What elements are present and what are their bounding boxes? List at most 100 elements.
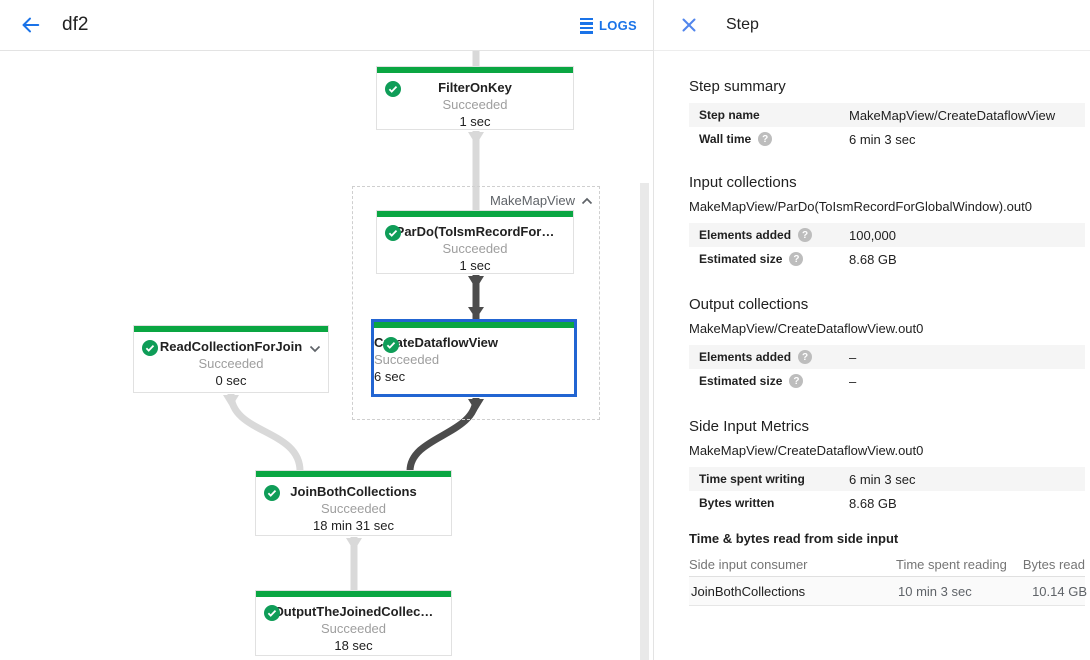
section-side-input-table: Time & bytes read from side input Side i… (689, 531, 1087, 606)
node-duration: 1 sec (459, 258, 491, 273)
node-status-bar (134, 326, 328, 332)
graph-node-readcollectionforjoin[interactable]: ReadCollectionForJoin Succeeded 0 sec (133, 325, 329, 393)
success-check-icon (385, 81, 401, 102)
success-check-icon (264, 485, 280, 506)
node-status: Succeeded (374, 352, 440, 367)
node-status: Succeeded (442, 97, 508, 112)
table-heading: Time & bytes read from side input (689, 531, 899, 546)
edge-createdataflowview-join (406, 397, 480, 472)
logs-button-label: LOGS (598, 18, 637, 33)
node-title: ParDo(ToIsmRecordFor… (395, 224, 555, 239)
table-header-row: Side input consumer Time spent reading B… (689, 553, 1085, 577)
collection-name: MakeMapView/CreateDataflowView.out0 (689, 443, 924, 458)
row-value: 8.68 GB (849, 495, 897, 511)
section-heading: Input collections (689, 174, 797, 191)
row-label: Elements added (699, 350, 792, 364)
success-check-icon (264, 605, 280, 626)
back-arrow-icon[interactable] (16, 11, 44, 39)
column-header: Bytes read (1022, 557, 1085, 572)
node-duration: 18 sec (334, 638, 373, 653)
node-duration: 0 sec (215, 373, 247, 388)
help-icon[interactable]: ? (798, 350, 813, 364)
graph-edges (223, 51, 484, 591)
node-title: OutputTheJoinedCollec… (273, 604, 434, 619)
help-icon[interactable]: ? (789, 374, 804, 388)
graph-node-createdataflowview-selected[interactable]: CreateDataflowView Succeeded 6 sec (371, 319, 577, 397)
section-heading: Side Input Metrics (689, 418, 810, 435)
row-bytes-written: Bytes written 8.68 GB (689, 491, 1085, 515)
logs-button[interactable]: LOGS (579, 0, 637, 51)
chevron-up-icon[interactable] (581, 197, 593, 205)
graph-node-outputthejoinedcollection[interactable]: OutputTheJoinedCollec… Succeeded 18 sec (255, 590, 452, 656)
time-spent-reading: 10 min 3 sec (898, 583, 972, 599)
row-value: 6 min 3 sec (849, 471, 916, 487)
node-duration: 6 sec (374, 369, 406, 384)
group-label: MakeMapView (489, 193, 575, 208)
panel-header: Step (654, 0, 1090, 51)
column-header: Time spent reading (896, 557, 1007, 572)
row-value: 6 min 3 sec (849, 131, 916, 147)
edge-arrowhead (468, 276, 484, 289)
row-elements-added: Elements added ? – (689, 345, 1085, 369)
section-heading: Output collections (689, 296, 809, 313)
row-label: Wall time (699, 132, 752, 146)
node-title: FilterOnKey (438, 80, 512, 95)
graph-scrollbar[interactable] (640, 183, 649, 660)
success-check-icon (385, 225, 401, 246)
graph-node-filteronkey[interactable]: FilterOnKey Succeeded 1 sec (376, 66, 574, 130)
close-icon[interactable] (676, 12, 702, 38)
row-estimated-size: Estimated size ? 8.68 GB (689, 247, 1085, 271)
node-status-bar (374, 322, 574, 328)
node-status-bar (256, 471, 451, 477)
node-status: Succeeded (320, 501, 387, 516)
collection-name: MakeMapView/CreateDataflowView.out0 (689, 321, 924, 336)
edge-arrowhead (346, 538, 362, 551)
pipeline-graph: MakeMapView FilterOnKey Succeeded 1 sec … (0, 51, 653, 660)
success-check-icon (142, 340, 158, 361)
graph-node-pardo-toismrecord[interactable]: ParDo(ToIsmRecordFor… Succeeded 1 sec (376, 210, 574, 274)
node-title: ReadCollectionForJoin (159, 339, 303, 354)
row-value: – (849, 373, 857, 389)
row-label: Time spent writing (699, 472, 805, 486)
row-time-spent-writing: Time spent writing 6 min 3 sec (689, 467, 1085, 491)
table-row: JoinBothCollections 10 min 3 sec 10.14 G… (689, 577, 1087, 606)
node-status: Succeeded (442, 241, 508, 256)
row-label: Estimated size (699, 252, 783, 266)
section-side-input-metrics: Side Input Metrics MakeMapView/CreateDat… (689, 418, 1085, 515)
composite-group-makemapview: MakeMapView (352, 186, 600, 420)
node-status: Succeeded (320, 621, 387, 636)
node-status: Succeeded (198, 356, 264, 371)
row-value: MakeMapView/CreateDataflowView (849, 107, 1056, 123)
row-value: 8.68 GB (849, 251, 897, 267)
row-estimated-size: Estimated size ? – (689, 369, 1085, 393)
node-duration: 1 sec (459, 114, 491, 129)
row-wall-time: Wall time ? 6 min 3 sec (689, 127, 1085, 151)
row-value: 100,000 (849, 227, 896, 243)
row-label: Estimated size (699, 374, 783, 388)
panel-content: Step summary Step name MakeMapView/Creat… (689, 78, 1087, 606)
node-status-bar (256, 591, 451, 597)
section-heading: Step summary (689, 78, 786, 95)
chevron-down-icon[interactable] (309, 340, 321, 358)
column-header: Side input consumer (689, 557, 808, 572)
help-icon[interactable]: ? (789, 252, 804, 266)
row-value: – (849, 349, 857, 365)
row-label: Step name (699, 108, 760, 122)
row-label: Elements added (699, 228, 792, 242)
node-status-bar (377, 67, 573, 73)
edge-arrowhead (468, 399, 484, 412)
help-icon[interactable]: ? (798, 228, 813, 242)
edge-arrowhead (223, 395, 239, 408)
edge-read-join (227, 393, 304, 472)
node-duration: 18 min 31 sec (313, 518, 394, 533)
panel-title: Step (726, 16, 759, 33)
graph-node-joinbothcollections[interactable]: JoinBothCollections Succeeded 18 min 31 … (255, 470, 452, 536)
collection-name: MakeMapView/ParDo(ToIsmRecordForGlobalWi… (689, 199, 1032, 214)
bytes-read: 10.14 GB (1032, 583, 1087, 599)
row-step-name: Step name MakeMapView/CreateDataflowView (689, 103, 1085, 127)
section-step-summary: Step summary Step name MakeMapView/Creat… (689, 78, 1085, 151)
help-icon[interactable]: ? (758, 132, 773, 146)
row-label: Bytes written (699, 496, 775, 510)
side-input-consumer: JoinBothCollections (691, 583, 806, 599)
group-header-makemapview[interactable]: MakeMapView (490, 193, 593, 208)
